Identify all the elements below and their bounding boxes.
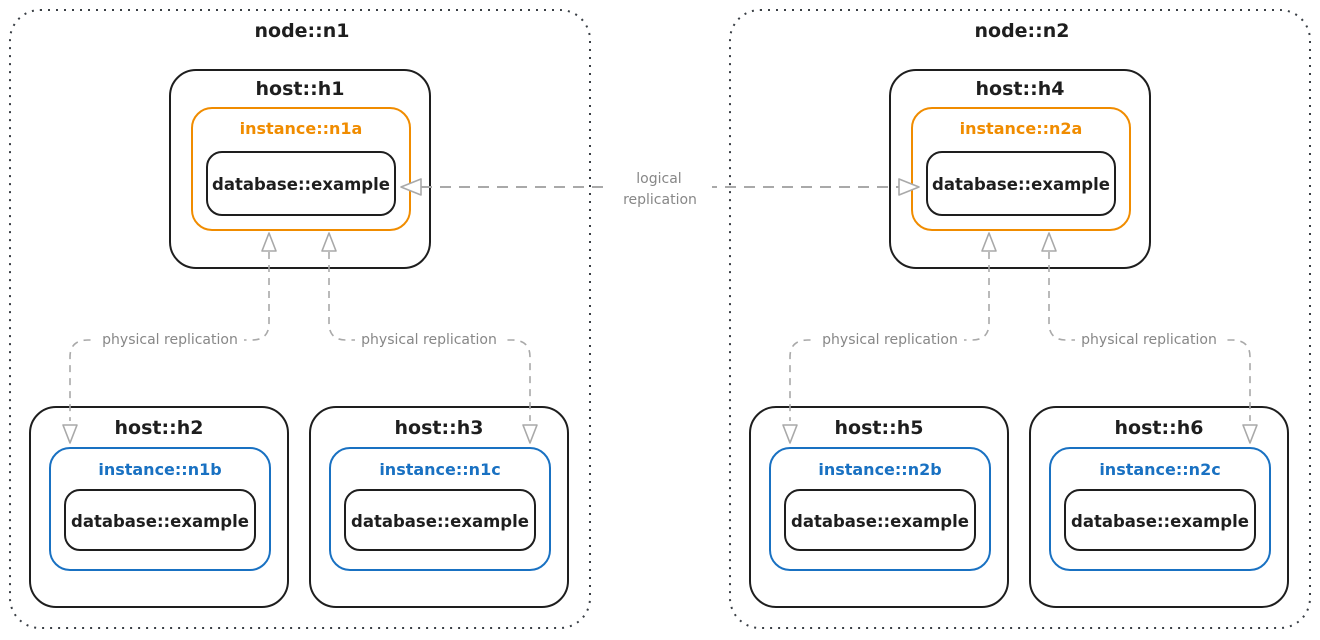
physical-replication-label-2: physical replication bbox=[361, 332, 497, 348]
physical-label-bg-1 bbox=[96, 330, 244, 348]
instance-n2b: instance::n2b database::example bbox=[769, 447, 991, 571]
host-h5-label: host::h5 bbox=[835, 417, 924, 439]
edge-logical-replication: logical replication bbox=[400, 168, 920, 212]
database-n1c-label: database::example bbox=[351, 512, 529, 531]
instance-n1b: instance::n1b database::example bbox=[49, 447, 271, 571]
database-n2a-label: database::example bbox=[932, 175, 1110, 194]
physical-replication-label-1: physical replication bbox=[102, 332, 238, 348]
database-n2a: database::example bbox=[926, 151, 1116, 216]
host-h1: host::h1 instance::n1a database::example bbox=[169, 69, 431, 269]
host-h3: host::h3 instance::n1c database::example bbox=[309, 406, 569, 608]
physical-label-bg-4 bbox=[1075, 330, 1223, 348]
database-n2a-box bbox=[926, 151, 1116, 216]
physical-arrowhead-down-n2b bbox=[782, 424, 798, 444]
instance-n2b-label: instance::n2b bbox=[818, 460, 941, 479]
database-n1a: database::example bbox=[206, 151, 396, 216]
host-h2: host::h2 instance::n1b database::example bbox=[29, 406, 289, 608]
physical-arrowhead-up-n1a-right bbox=[321, 232, 337, 252]
instance-n1b-label: instance::n1b bbox=[98, 460, 221, 479]
database-n1c: database::example bbox=[344, 489, 536, 551]
logical-arrowhead-left bbox=[400, 178, 422, 196]
node-n1: node::n1 host::h1 instance::n1a database… bbox=[9, 9, 591, 629]
edge-physical-n2a-n2b: physical replication bbox=[782, 232, 997, 444]
database-n2c: database::example bbox=[1064, 489, 1256, 551]
database-n1a-label: database::example bbox=[212, 175, 390, 194]
node-n2: node::n2 host::h4 instance::n2a database… bbox=[729, 9, 1311, 629]
logical-arrowhead-right bbox=[898, 178, 920, 196]
instance-n1a: instance::n1a database::example bbox=[191, 107, 411, 231]
host-h2-label: host::h2 bbox=[115, 417, 204, 439]
instance-n2c: instance::n2c database::example bbox=[1049, 447, 1271, 571]
physical-replication-label-3: physical replication bbox=[822, 332, 958, 348]
host-h3-label: host::h3 bbox=[395, 417, 484, 439]
instance-n1c: instance::n1c database::example bbox=[329, 447, 551, 571]
instance-n2a: instance::n2a database::example bbox=[911, 107, 1131, 231]
instance-n2c-label: instance::n2c bbox=[1099, 460, 1220, 479]
instance-n1a-label: instance::n1a bbox=[240, 119, 363, 138]
physical-arrowhead-up-n1a-left bbox=[261, 232, 277, 252]
host-h6: host::h6 instance::n2c database::example bbox=[1029, 406, 1289, 608]
instance-n2a-label: instance::n2a bbox=[960, 119, 1083, 138]
database-n2c-box bbox=[1064, 489, 1256, 551]
host-h4-label: host::h4 bbox=[976, 78, 1065, 100]
database-n1a-box bbox=[206, 151, 396, 216]
physical-arrowhead-down-n1b bbox=[62, 424, 78, 444]
logical-label-bg bbox=[608, 168, 712, 212]
physical-arrowhead-up-n2a-right bbox=[1041, 232, 1057, 252]
physical-arrowhead-up-n2a-left bbox=[981, 232, 997, 252]
physical-label-bg-3 bbox=[816, 330, 964, 348]
node-n1-label: node::n1 bbox=[254, 20, 349, 42]
physical-label-bg-2 bbox=[355, 330, 503, 348]
node-n2-label: node::n2 bbox=[974, 20, 1069, 42]
host-h1-label: host::h1 bbox=[256, 78, 345, 100]
host-h5: host::h5 instance::n2b database::example bbox=[749, 406, 1009, 608]
physical-arrowhead-down-n2c bbox=[1242, 424, 1258, 444]
instance-n1c-label: instance::n1c bbox=[379, 460, 500, 479]
database-n2b-box bbox=[784, 489, 976, 551]
logical-replication-label-line1: logical bbox=[636, 171, 681, 187]
logical-replication-label-line2: replication bbox=[623, 192, 697, 208]
database-n2c-label: database::example bbox=[1071, 512, 1249, 531]
physical-arrowhead-down-n1c bbox=[522, 424, 538, 444]
database-n1c-box bbox=[344, 489, 536, 551]
database-n1b-label: database::example bbox=[71, 512, 249, 531]
physical-replication-label-4: physical replication bbox=[1081, 332, 1217, 348]
database-n1b-box bbox=[64, 489, 256, 551]
host-h6-label: host::h6 bbox=[1115, 417, 1204, 439]
host-h4: host::h4 instance::n2a database::example bbox=[889, 69, 1151, 269]
edge-physical-n2a-n2c: physical replication bbox=[1041, 232, 1258, 444]
edge-physical-n1a-n1b: physical replication bbox=[62, 232, 277, 444]
database-n1b: database::example bbox=[64, 489, 256, 551]
edge-physical-n1a-n1c: physical replication bbox=[321, 232, 538, 444]
database-n2b: database::example bbox=[784, 489, 976, 551]
database-n2b-label: database::example bbox=[791, 512, 969, 531]
